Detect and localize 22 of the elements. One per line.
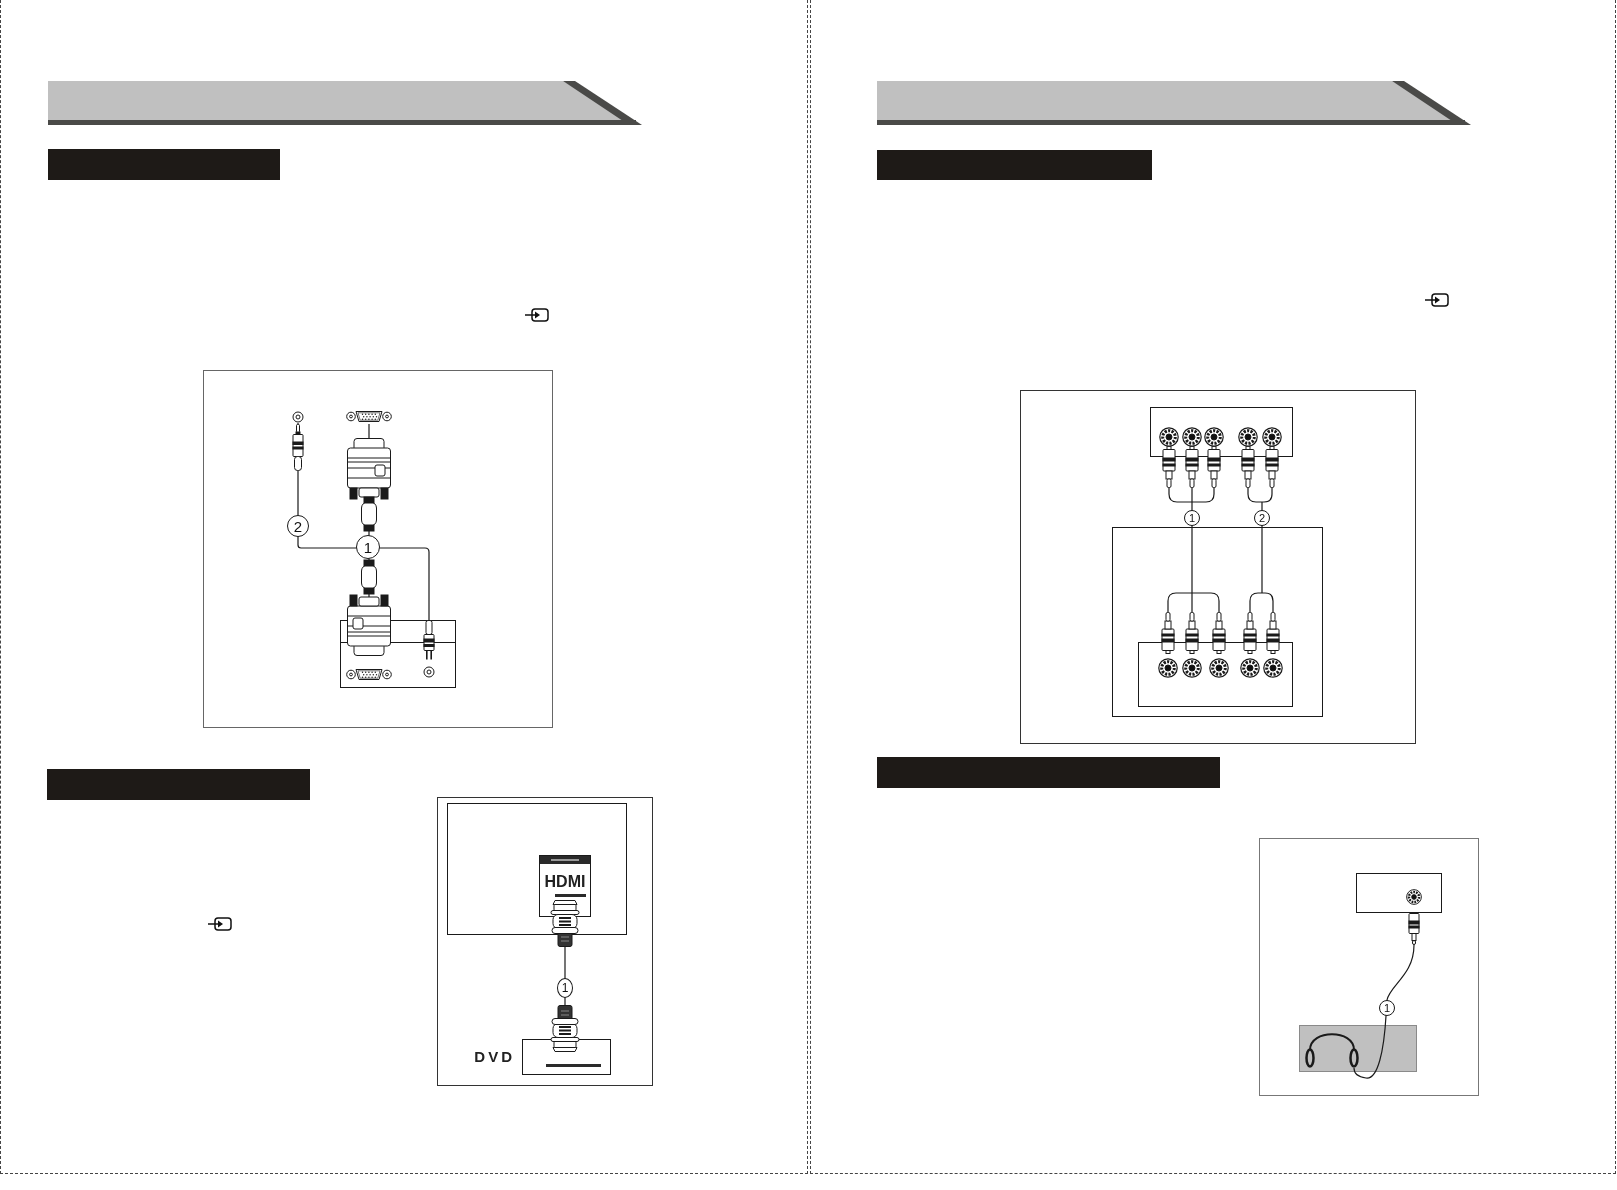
section-heading-bar <box>47 769 310 800</box>
callout-number: 1 <box>356 535 380 559</box>
callout-number: 2 <box>287 515 309 537</box>
port-label: HDMI <box>544 873 586 891</box>
cable <box>347 423 391 656</box>
callout-number: 1 <box>557 978 573 998</box>
callout-number: 2 <box>1254 510 1270 526</box>
callout-number: 1 <box>1379 1000 1395 1016</box>
headphone-panel <box>1299 1025 1417 1072</box>
callout-number: 1 <box>1184 510 1200 526</box>
cable <box>550 900 580 1052</box>
device-panel <box>1356 873 1442 913</box>
cable <box>1161 446 1226 654</box>
audio-jack-icon <box>292 411 304 423</box>
cable <box>292 422 435 660</box>
device-label: DVD <box>474 1048 515 1066</box>
vga-port-icon <box>346 409 392 424</box>
tv-panel <box>447 803 627 935</box>
section-heading-bar <box>877 757 1220 788</box>
cable <box>1241 446 1280 654</box>
section-heading-bar <box>877 150 1152 180</box>
section-heading-bar <box>48 149 280 180</box>
